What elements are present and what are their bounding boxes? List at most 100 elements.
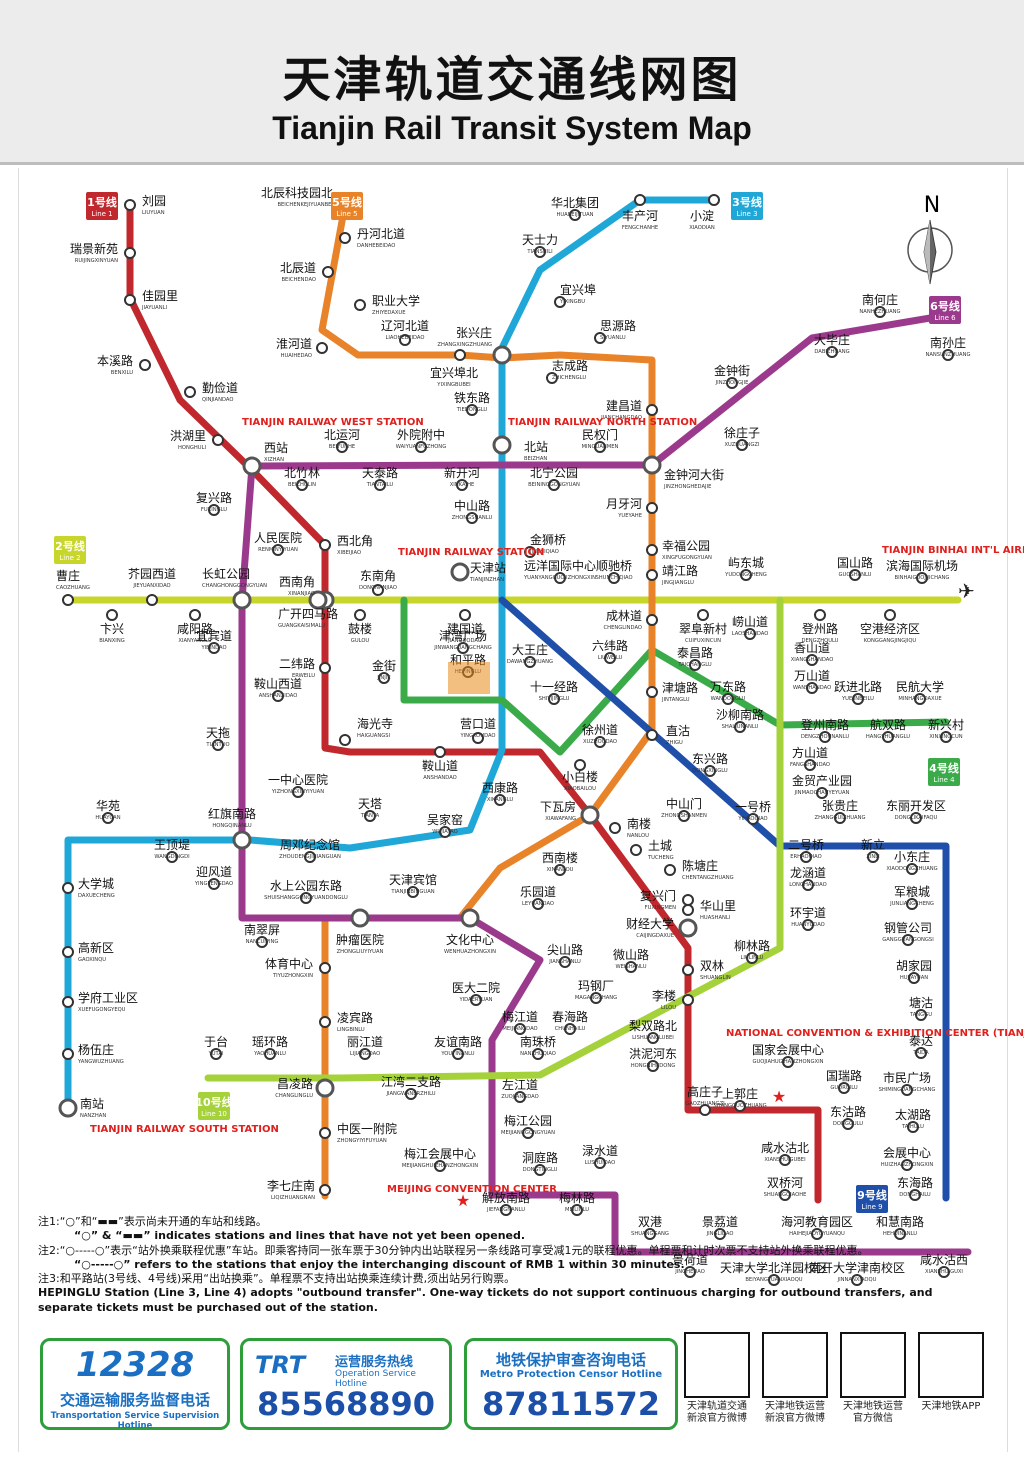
station-bianxing[interactable] xyxy=(106,609,118,621)
station-zhangguizhuang[interactable] xyxy=(834,812,846,824)
station-jiayuanli[interactable] xyxy=(124,294,136,306)
station-daxuecheng[interactable] xyxy=(62,882,74,894)
station-danhebeidao[interactable] xyxy=(339,232,351,244)
station-benxilu[interactable] xyxy=(139,359,151,371)
station-xinli[interactable] xyxy=(867,851,879,863)
station-jinwanguangchang[interactable] xyxy=(457,642,469,654)
station-jinjie[interactable] xyxy=(378,672,390,684)
station-xianshuigubei[interactable] xyxy=(779,1154,791,1166)
station-zhongshanlu[interactable] xyxy=(466,512,478,524)
station-donglikaifaqu[interactable] xyxy=(910,812,922,824)
station-huaihedao[interactable] xyxy=(316,342,328,354)
station-fengchanhe[interactable] xyxy=(634,194,646,206)
station-jiangwanerzhilu[interactable] xyxy=(405,1088,417,1100)
station-caijingdaxue[interactable] xyxy=(678,918,698,938)
station-taichanglu[interactable] xyxy=(689,659,701,671)
station-qinjiandao[interactable] xyxy=(184,386,196,398)
station-yingfengdao[interactable] xyxy=(208,878,220,890)
station-renminyiyuan[interactable] xyxy=(272,544,284,556)
station-shiyijinglu[interactable] xyxy=(548,693,560,705)
station-tianjinbinguan[interactable] xyxy=(407,886,419,898)
station-changhonggongyuan[interactable] xyxy=(232,590,252,610)
station-caozhuang[interactable] xyxy=(62,594,74,606)
station-anshandao[interactable] xyxy=(434,746,446,758)
station-yangwuzhuang[interactable] xyxy=(62,1048,74,1060)
station-yingkoudao[interactable] xyxy=(472,732,484,744)
station-beiyunhe[interactable] xyxy=(336,441,348,453)
station-haiguangsi[interactable] xyxy=(339,734,351,746)
station-shiminguangchang[interactable] xyxy=(901,1084,913,1096)
station-nancuiping[interactable] xyxy=(256,936,268,948)
station-nansunzhuang[interactable] xyxy=(942,349,954,361)
station-gaoxinqu[interactable] xyxy=(62,946,74,958)
station-guojiahuizhanzhongxin[interactable] xyxy=(782,1056,794,1068)
qr-code-app[interactable]: 天津地铁APP xyxy=(918,1332,984,1413)
station-xinxingcun[interactable] xyxy=(940,731,952,743)
station-xiaodian[interactable] xyxy=(708,194,720,206)
station-jinshiqiao[interactable] xyxy=(524,546,536,558)
station-huanyudao[interactable] xyxy=(802,919,814,931)
station-guangkaisimalu[interactable] xyxy=(308,590,328,610)
station-wenhuazhongxin[interactable] xyxy=(460,908,480,928)
station-gangguangongsi[interactable] xyxy=(902,934,914,946)
station-yidaeryuan[interactable] xyxy=(470,994,482,1006)
station-huayuan[interactable] xyxy=(102,812,114,824)
station-zhoudengjinianguan[interactable] xyxy=(304,851,316,863)
station-dongnanjiao[interactable] xyxy=(372,584,384,596)
station-shunchiqiao[interactable] xyxy=(608,572,620,584)
station-jingjianglu[interactable] xyxy=(646,569,658,581)
station-zhongshanmen[interactable] xyxy=(678,810,690,822)
station-changlinglu[interactable] xyxy=(315,1078,335,1098)
station-dengzhounanlu[interactable] xyxy=(819,731,831,743)
station-liqizhuangnan[interactable] xyxy=(319,1184,331,1196)
station-chentangzhuang[interactable] xyxy=(664,864,676,876)
station-laoshandao[interactable] xyxy=(744,628,756,640)
station-jinghedao[interactable] xyxy=(684,1266,696,1278)
station-hangshuanglu[interactable] xyxy=(882,731,894,743)
station-tianta[interactable] xyxy=(364,810,376,822)
station-chunhailu[interactable] xyxy=(564,1023,576,1035)
station-xikanglu[interactable] xyxy=(494,794,506,806)
station-zhongliuyiyuan[interactable] xyxy=(350,908,370,928)
station-chenglindao[interactable] xyxy=(646,614,658,626)
station-zuojiangdao[interactable] xyxy=(514,1091,526,1103)
qr-code-weibo-operation[interactable]: 天津地铁运营新浪官方微博 xyxy=(762,1332,828,1425)
station-xianyanglu[interactable] xyxy=(189,609,201,621)
station-liuyuan[interactable] xyxy=(124,199,136,211)
station-jiefangnanlu[interactable] xyxy=(500,1204,512,1216)
station-minquanmen[interactable] xyxy=(594,441,606,453)
station-tucheng[interactable] xyxy=(630,844,642,856)
station-yixingbu[interactable] xyxy=(554,296,566,308)
station-gaozhuangzi[interactable] xyxy=(699,1104,711,1116)
station-wujiayao[interactable] xyxy=(439,826,451,838)
station-meilinlu[interactable] xyxy=(571,1204,583,1216)
station-yuejinbeilu[interactable] xyxy=(852,693,864,705)
station-nanlou[interactable] xyxy=(609,822,621,834)
station-erweilu[interactable] xyxy=(319,662,331,674)
station-beizhan[interactable] xyxy=(492,435,512,455)
station-huizhanzhongxin[interactable] xyxy=(901,1159,913,1171)
station-zhigu[interactable] xyxy=(646,729,658,741)
station-xuzhoudao[interactable] xyxy=(594,736,606,748)
station-magangchang[interactable] xyxy=(590,992,602,1004)
station-erhaoqiao[interactable] xyxy=(800,851,812,863)
station-fangshandao[interactable] xyxy=(804,759,816,771)
station-zhongyiyifuyuan[interactable] xyxy=(319,1127,331,1139)
station-nanzhuqiao[interactable] xyxy=(532,1048,544,1060)
station-beininggongyuan[interactable] xyxy=(548,479,560,491)
station-jieyuanxidao[interactable] xyxy=(146,594,158,606)
station-meijiangdao[interactable] xyxy=(514,1023,526,1035)
station-lushuidao[interactable] xyxy=(594,1157,606,1169)
station-shuanggang[interactable] xyxy=(644,1228,656,1240)
station-shuishanggongyuandonglu[interactable] xyxy=(300,892,312,904)
station-shuangqiaohe[interactable] xyxy=(779,1189,791,1201)
station-xinanlou[interactable] xyxy=(554,864,566,876)
station-honghuli[interactable] xyxy=(212,434,224,446)
station-xibeijiao[interactable] xyxy=(319,539,331,551)
station-xuzhuangzi[interactable] xyxy=(736,439,748,451)
station-liaohebeidao[interactable] xyxy=(399,334,411,346)
qr-code-weibo-transit[interactable]: 天津轨道交通新浪官方微博 xyxy=(684,1332,750,1425)
station-lingbinlu[interactable] xyxy=(319,1016,331,1028)
station-shangguozhuang[interactable] xyxy=(734,1100,746,1112)
station-dongxinglu[interactable] xyxy=(704,765,716,777)
